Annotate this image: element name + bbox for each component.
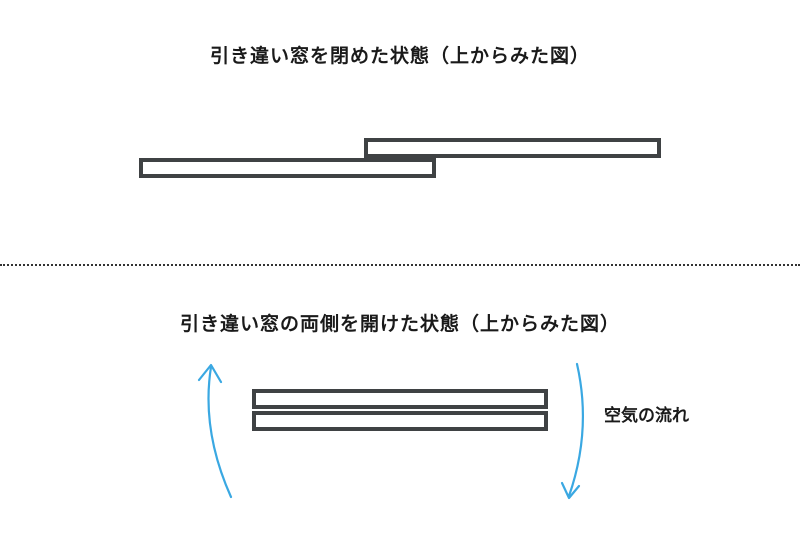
open-state-title: 引き違い窓の両側を開けた状態（上からみた図） bbox=[179, 313, 620, 335]
airflow-label: 空気の流れ bbox=[604, 406, 689, 426]
open-window-top-pane bbox=[252, 389, 548, 409]
airflow-up-arrow bbox=[207, 365, 233, 499]
closed-window-front-pane bbox=[139, 158, 436, 178]
closed-window-back-pane bbox=[364, 138, 661, 158]
airflow-down-arrow bbox=[567, 362, 585, 498]
closed-state-title: 引き違い窓を閉めた状態（上からみた図） bbox=[209, 45, 590, 67]
airflow-up-arrowhead bbox=[197, 363, 223, 384]
airflow-down-arrowhead bbox=[560, 481, 581, 500]
dotted-divider bbox=[0, 264, 800, 266]
open-window-bottom-pane bbox=[252, 411, 548, 431]
